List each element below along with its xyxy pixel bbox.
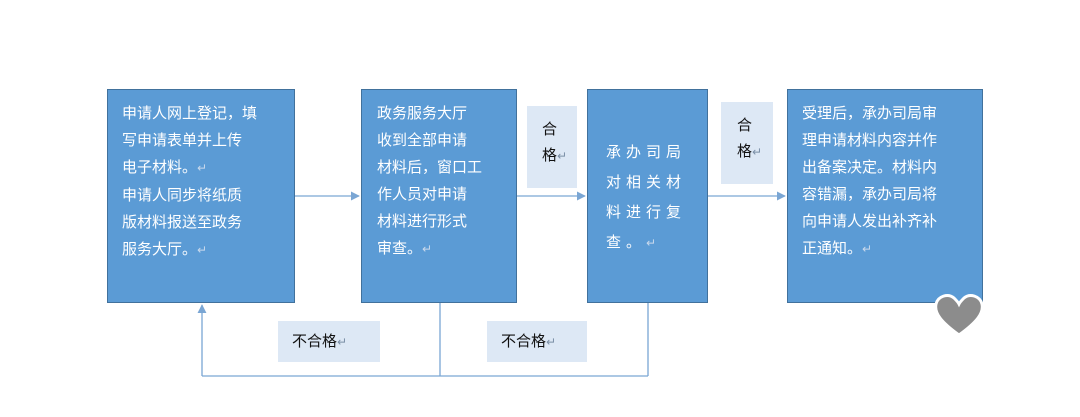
step1-line: 申请人同步将纸质: [122, 186, 243, 204]
step4-line: 理申请材料内容并作: [802, 131, 938, 149]
step3-line: 对相关材: [606, 173, 687, 191]
step1-line: 服务大厅。: [122, 240, 198, 258]
paragraph-mark: ↵: [557, 149, 568, 163]
step-department-recheck: 承办司局 对相关材 料进行复 查。↵: [587, 89, 708, 303]
step1-line-mark: 服务大厅。↵: [122, 236, 280, 264]
step4-line: 出备案决定。材料内: [802, 158, 938, 176]
step1-line: 申请人网上登记，填: [122, 104, 258, 122]
step1-line: 写申请表单并上传: [122, 131, 243, 149]
step3-line: 料进行复: [606, 203, 687, 221]
step-online-registration: 申请人网上登记，填 写申请表单并上传 电子材料。↵ 申请人同步将纸质 版材料报送…: [107, 89, 295, 303]
step4-line-mark: 正通知。↵: [802, 235, 970, 263]
step4-line: 容错漏，承办司局将: [802, 185, 938, 203]
step4-line: 正通知。: [802, 239, 863, 257]
paragraph-mark: ↵: [422, 242, 433, 256]
step2-line: 材料进行形式: [377, 212, 468, 230]
fail-label-2: 不合格↵: [487, 321, 587, 362]
step2-line: 作人员对申请: [377, 185, 468, 203]
step3-line: 承办司局: [606, 143, 687, 161]
step-service-hall-review: 政务服务大厅 收到全部申请 材料后，窗口工 作人员对申请 材料进行形式 审查。↵: [361, 89, 517, 303]
step2-line: 收到全部申请: [377, 131, 468, 149]
paragraph-mark: ↵: [752, 145, 763, 159]
paragraph-mark: ↵: [862, 242, 873, 256]
step3-line: 查。: [606, 233, 647, 251]
paragraph-mark: ↵: [197, 161, 208, 175]
fail-label-1: 不合格↵: [278, 321, 380, 362]
pass-label-line: 格↵: [542, 142, 577, 169]
step3-line-mark: 查。↵: [606, 227, 692, 258]
step2-line: 审查。: [377, 239, 423, 257]
step4-line: 受理后，承办司局审: [802, 104, 938, 122]
paragraph-mark: ↵: [197, 243, 208, 257]
step2-line: 材料后，窗口工: [377, 158, 483, 176]
step2-line: 政务服务大厅: [377, 104, 468, 122]
fail-label-text: 不合格: [501, 332, 547, 350]
step-filing-decision: 受理后，承办司局审 理申请材料内容并作 出备案决定。材料内 容错漏，承办司局将 …: [787, 89, 983, 303]
pass-label-char: 合: [737, 116, 753, 134]
pass-label-char: 格: [542, 146, 558, 164]
pass-label-1: 合 格↵: [527, 106, 577, 188]
fail-label-text: 不合格: [292, 332, 338, 350]
pass-label-line: 格↵: [737, 138, 773, 165]
step1-line: 电子材料。: [122, 158, 198, 176]
step4-line: 向申请人发出补齐补: [802, 212, 938, 230]
step1-line-mark: 写申请表单并上传: [122, 127, 280, 154]
pass-label-char: 格: [737, 142, 753, 160]
step1-line: 版材料报送至政务: [122, 213, 243, 231]
paragraph-mark: ↵: [646, 236, 662, 250]
pass-label-char: 合: [542, 120, 558, 138]
pass-label-2: 合 格↵: [721, 102, 773, 184]
step1-line-mark: 电子材料。↵: [122, 154, 280, 182]
heart-icon[interactable]: [933, 291, 985, 339]
step2-line-mark: 审查。↵: [377, 235, 501, 263]
paragraph-mark: ↵: [546, 335, 557, 349]
paragraph-mark: ↵: [337, 335, 348, 349]
